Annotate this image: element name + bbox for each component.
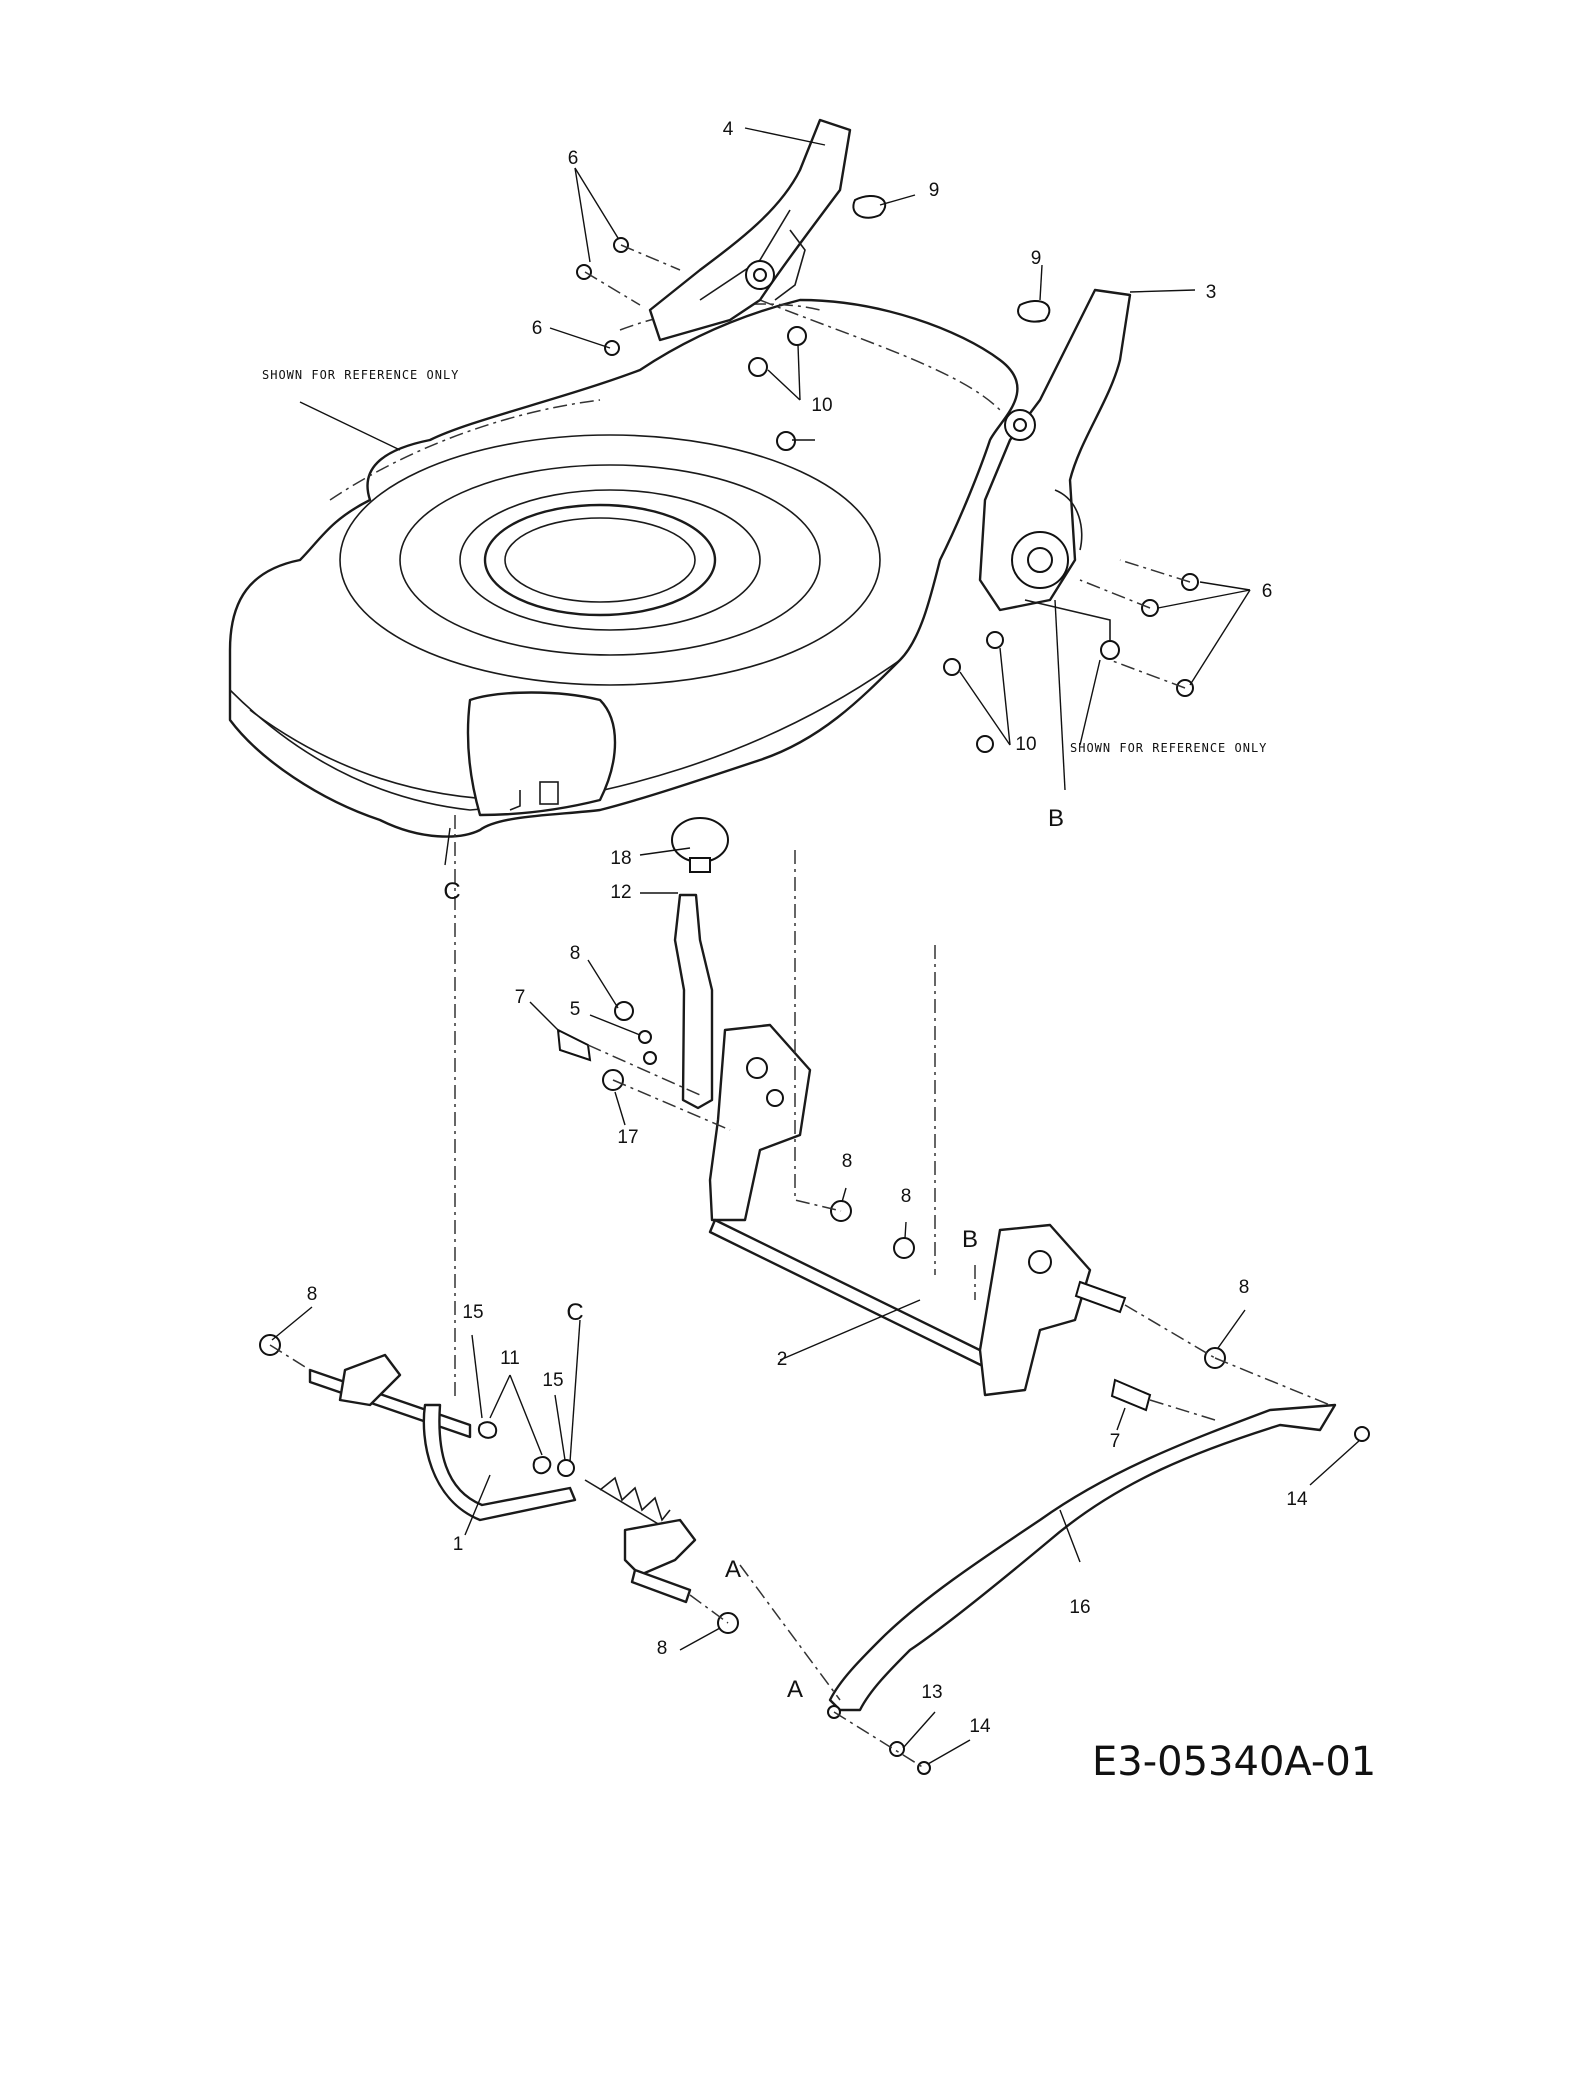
callout-numbers: 4 6 9 9 3 6 10 6 10 18 12 8 7 5 17 8 8 8… bbox=[307, 119, 1308, 1737]
callout-8: 8 bbox=[1239, 1277, 1250, 1298]
callout-10: 10 bbox=[811, 395, 832, 416]
rear-axle-assembly bbox=[708, 1023, 1127, 1397]
callout-6: 6 bbox=[532, 318, 543, 339]
callout-15: 15 bbox=[462, 1302, 483, 1323]
letter-c: C bbox=[566, 1299, 583, 1326]
callout-8: 8 bbox=[570, 943, 581, 964]
callout-16: 16 bbox=[1069, 1597, 1090, 1618]
adjuster-lever bbox=[673, 893, 714, 1110]
alignment-lines bbox=[269, 244, 1331, 1769]
callout-17: 17 bbox=[617, 1127, 638, 1148]
callout-7: 7 bbox=[1110, 1431, 1121, 1452]
leader-lines bbox=[271, 127, 1361, 1765]
hardware-left-mid bbox=[556, 1001, 657, 1091]
callout-6: 6 bbox=[1262, 581, 1273, 602]
callout-7: 7 bbox=[515, 987, 526, 1008]
callout-1: 1 bbox=[453, 1534, 464, 1555]
callout-6: 6 bbox=[568, 148, 579, 169]
callout-18: 18 bbox=[610, 848, 631, 869]
front-axle-assembly bbox=[259, 1334, 739, 1634]
letter-a: A bbox=[787, 1676, 803, 1703]
callout-8: 8 bbox=[657, 1638, 668, 1659]
reference-note: SHOWN FOR REFERENCE ONLY bbox=[262, 368, 459, 382]
callout-8: 8 bbox=[307, 1284, 318, 1305]
connection-letters: B C B C A A bbox=[443, 805, 1064, 1703]
letter-c: C bbox=[443, 878, 460, 905]
callout-14: 14 bbox=[1286, 1489, 1308, 1510]
callout-4: 4 bbox=[723, 119, 734, 140]
rear-height-adjuster-left bbox=[648, 118, 852, 342]
height-adjust-bar bbox=[827, 1403, 1337, 1775]
mower-deck bbox=[228, 298, 1019, 838]
callout-9: 9 bbox=[1031, 248, 1042, 269]
callout-11: 11 bbox=[500, 1348, 520, 1369]
letter-b: B bbox=[1048, 805, 1064, 832]
callout-10: 10 bbox=[1015, 734, 1036, 755]
drawing-number: E3-05340A-01 bbox=[1092, 1739, 1376, 1785]
callout-12: 12 bbox=[610, 882, 631, 903]
letter-a: A bbox=[725, 1556, 741, 1583]
callout-14: 14 bbox=[969, 1716, 991, 1737]
callout-8: 8 bbox=[842, 1151, 853, 1172]
reference-notes: SHOWN FOR REFERENCE ONLY SHOWN FOR REFER… bbox=[262, 368, 1267, 755]
callout-5: 5 bbox=[570, 999, 581, 1020]
callout-2: 2 bbox=[777, 1349, 788, 1370]
callout-13: 13 bbox=[921, 1682, 942, 1703]
spring bbox=[599, 1476, 671, 1522]
callout-9: 9 bbox=[929, 180, 940, 201]
rear-height-adjuster-right bbox=[978, 288, 1132, 650]
reference-note: SHOWN FOR REFERENCE ONLY bbox=[1070, 741, 1267, 755]
knob bbox=[671, 817, 729, 873]
hardware-right-mid bbox=[830, 1200, 1370, 1442]
letter-b: B bbox=[962, 1226, 978, 1253]
callout-3: 3 bbox=[1206, 282, 1217, 303]
callout-8: 8 bbox=[901, 1186, 912, 1207]
callout-15: 15 bbox=[542, 1370, 563, 1391]
